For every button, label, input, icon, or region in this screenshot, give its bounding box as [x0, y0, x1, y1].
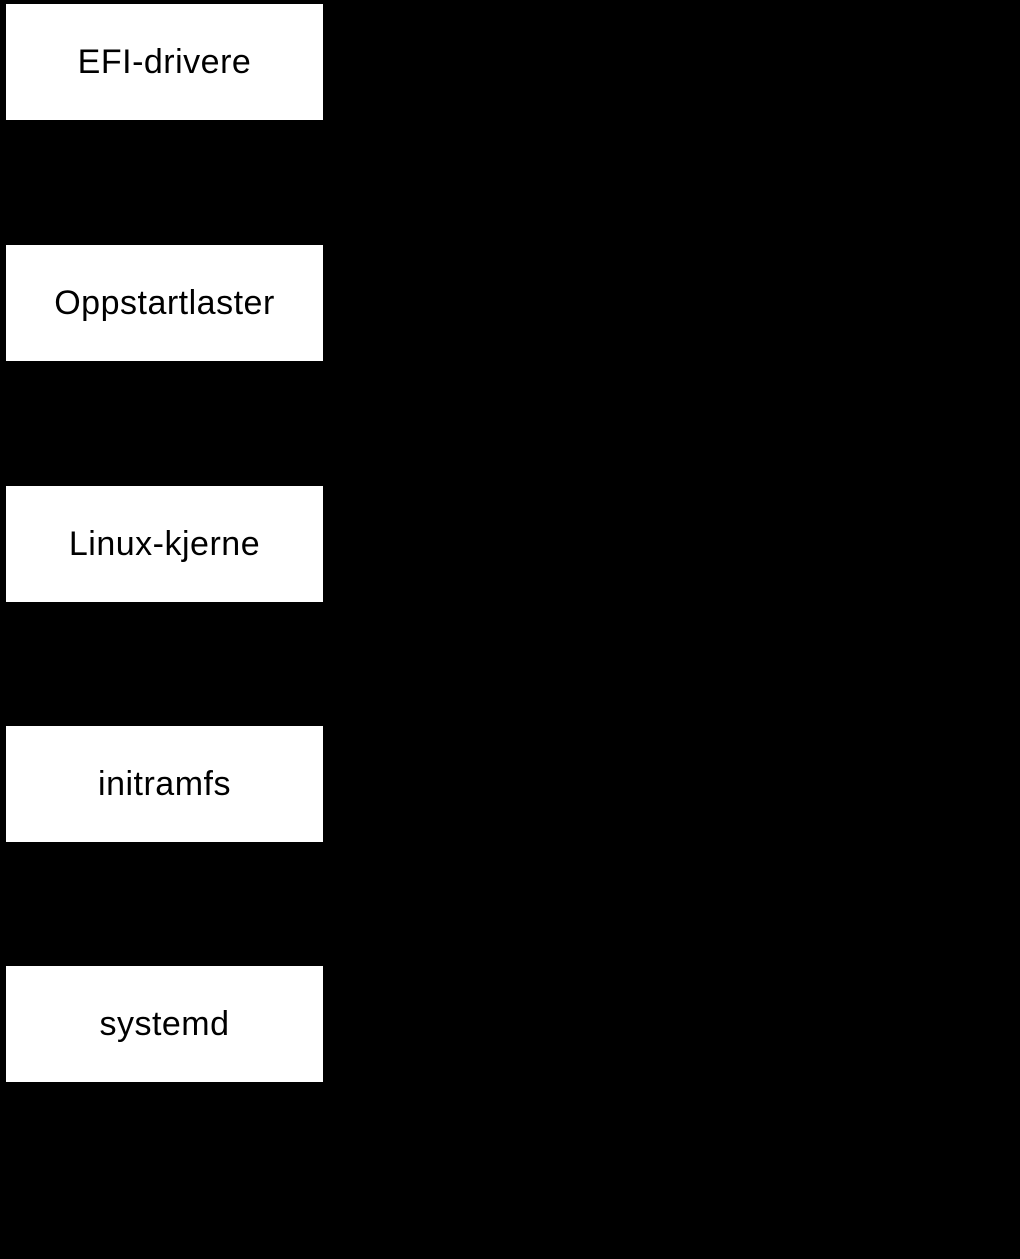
flow-node-label: Linux-kjerne: [68, 525, 261, 563]
flow-node-label: initramfs: [98, 765, 231, 803]
flow-node-efi-drivere: EFI-drivere: [6, 4, 323, 120]
flow-node-initramfs: initramfs: [6, 726, 323, 842]
flow-node-systemd: systemd: [6, 966, 323, 1082]
flow-node-linux-kjerne: Linux-kjerne: [6, 486, 323, 602]
flow-node-oppstartlaster: Oppstartlaster: [6, 245, 323, 361]
flow-node-label: EFI-drivere: [77, 43, 252, 81]
flow-node-label: systemd: [99, 1005, 230, 1043]
flow-node-label: Oppstartlaster: [54, 284, 275, 322]
